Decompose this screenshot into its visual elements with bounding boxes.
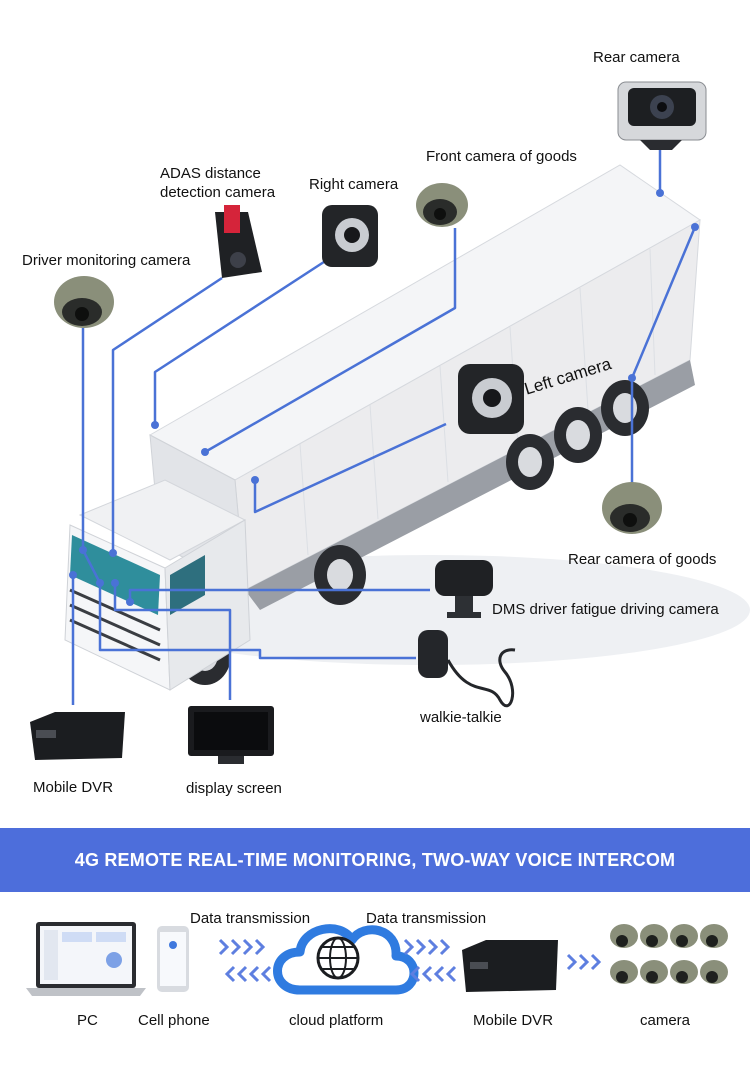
mobile-dvr-flow-icon xyxy=(462,940,558,992)
arrows-left-bottom-mid xyxy=(409,965,457,983)
walkie-talkie-icon xyxy=(418,630,516,708)
adas-camera-icon xyxy=(215,205,262,278)
monitoring-banner: 4G REMOTE REAL-TIME MONITORING, TWO-WAY … xyxy=(0,828,750,892)
left-camera-icon xyxy=(458,364,524,434)
rear-camera-icon xyxy=(617,81,707,150)
mobile-dvr-icon xyxy=(30,712,125,760)
driver-monitoring-camera-icon xyxy=(54,276,114,328)
front-goods-camera-icon xyxy=(416,183,468,227)
label-dms-camera: DMS driver fatigue driving camera xyxy=(492,601,719,618)
arrows-left-bottom-left xyxy=(224,965,272,983)
label-front-camera-goods: Front camera of goods xyxy=(426,148,577,165)
arrows-right-top-mid xyxy=(403,938,451,956)
arrows-right-top-left xyxy=(218,938,266,956)
camera-group-icon xyxy=(610,924,728,984)
cloud-icon xyxy=(273,924,419,995)
label-camera: camera xyxy=(640,1012,691,1029)
display-screen-icon xyxy=(188,706,274,764)
side-window xyxy=(170,555,205,615)
label-cell-phone: Cell phone xyxy=(138,1012,210,1029)
banner-title: 4G REMOTE REAL-TIME MONITORING, TWO-WAY … xyxy=(74,850,676,870)
label-data-transmission-left: Data transmission xyxy=(190,910,311,927)
label-rear-camera: Rear camera xyxy=(593,49,680,66)
label-mobile-dvr-flow: Mobile DVR xyxy=(473,1012,554,1029)
label-right-camera: Right camera xyxy=(309,176,399,193)
windshield xyxy=(70,535,160,615)
label-adas-line2: detection camera xyxy=(160,184,276,201)
label-adas-line1: ADAS distance xyxy=(160,165,261,182)
label-driver-monitoring: Driver monitoring camera xyxy=(22,252,191,269)
right-camera-icon xyxy=(322,205,378,267)
label-cloud-platform: cloud platform xyxy=(289,1012,384,1029)
arrows-right-dvr-camera xyxy=(566,953,602,971)
pc-icon xyxy=(26,922,146,996)
connection-dots xyxy=(69,189,699,606)
cell-phone-icon xyxy=(157,926,189,992)
dms-camera-icon xyxy=(435,560,493,618)
label-data-transmission-right: Data transmission xyxy=(366,910,487,927)
rear-goods-camera-icon xyxy=(602,482,662,534)
label-display-screen: display screen xyxy=(186,780,282,797)
truck-diagram xyxy=(30,81,750,764)
label-walkie-talkie: walkie-talkie xyxy=(420,709,502,726)
label-mobile-dvr: Mobile DVR xyxy=(33,779,114,796)
label-rear-camera-goods: Rear camera of goods xyxy=(568,551,717,568)
label-pc: PC xyxy=(77,1012,98,1029)
